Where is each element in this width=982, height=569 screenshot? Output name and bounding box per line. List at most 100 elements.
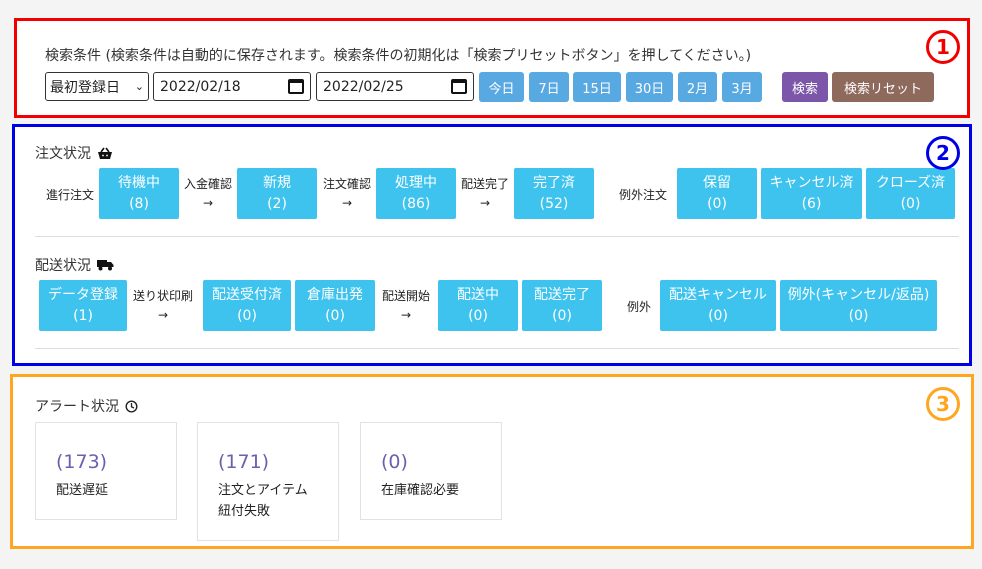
search-conditions-title: 検索条件 (検索条件は自動的に保存されます。検索条件の初期化は「検索プリセットボ… — [45, 48, 752, 64]
transition-label: 配送完了 — [460, 177, 509, 191]
search-button[interactable]: 検索 — [782, 72, 828, 102]
shipping-step-accepted-button[interactable]: 配送受付済 (0) — [203, 280, 291, 331]
order-step-label: 新規 — [263, 175, 291, 192]
shipping-step-count: (0) — [552, 307, 572, 324]
arrow-right-icon: → — [400, 308, 412, 323]
search-conditions-panel — [14, 18, 970, 118]
order-exception-label: クローズ済 — [875, 175, 946, 192]
alerts-title: アラート状況 — [35, 399, 119, 415]
quick-range-15d-button[interactable]: 15日 — [573, 72, 621, 102]
order-exception-hold-button[interactable]: 保留 (0) — [677, 168, 757, 219]
alert-label-line: 注文とアイテム — [218, 483, 308, 498]
calendar-icon[interactable] — [288, 79, 304, 94]
quick-range-today-button[interactable]: 今日 — [479, 72, 524, 102]
date-from-value: 2022/02/18 — [160, 78, 241, 95]
shipping-step-count: (1) — [73, 307, 93, 324]
sort-select-value: 最初登録日 — [50, 79, 120, 96]
order-exception-label: 保留 — [703, 175, 731, 192]
section-divider — [35, 236, 959, 237]
order-exception-label: キャンセル済 — [769, 175, 854, 192]
arrow-right-icon: → — [202, 196, 214, 211]
quick-range-3m-button[interactable]: 3月 — [722, 72, 762, 102]
transition-label: 注文確認 — [322, 177, 371, 191]
section-marker-3: 3 — [926, 387, 960, 421]
shipping-exception-return-button[interactable]: 例外(キャンセル/返品) (0) — [780, 280, 937, 331]
shipping-status-heading: 配送状況 — [35, 255, 114, 275]
order-step-label: 完了済 — [533, 175, 575, 192]
order-exception-count: (0) — [707, 195, 727, 212]
order-step-waiting-button[interactable]: 待機中 (8) — [99, 168, 179, 219]
search-reset-button[interactable]: 検索リセット — [832, 72, 934, 102]
shipping-step-label: 配送完了 — [534, 287, 590, 304]
shipping-exception-label: 配送キャンセル — [669, 287, 767, 304]
shipping-exception-cancel-button[interactable]: 配送キャンセル (0) — [660, 280, 776, 331]
shipping-step-label: 配送中 — [457, 287, 499, 304]
order-exception-count: (0) — [900, 195, 921, 212]
transition-label-printed: 送り状印刷 → — [130, 287, 196, 325]
order-step-completed-button[interactable]: 完了済 (52) — [514, 168, 594, 219]
transition-delivery-started: 配送開始 → — [378, 287, 434, 325]
shipping-step-delivered-button[interactable]: 配送完了 (0) — [522, 280, 602, 331]
transition-label: 配送開始 — [381, 289, 430, 303]
alert-count: (171) — [218, 451, 270, 473]
date-from-input[interactable]: 2022/02/18 — [153, 72, 311, 101]
shipping-status-title: 配送状況 — [35, 258, 91, 274]
order-step-count: (2) — [267, 195, 287, 212]
order-exception-cancelled-button[interactable]: キャンセル済 (6) — [761, 168, 862, 219]
quick-range-7d-button[interactable]: 7日 — [529, 72, 569, 102]
shipping-exception-label: 例外 — [627, 300, 652, 314]
transition-label: 送り状印刷 — [132, 289, 193, 303]
arrow-right-icon: → — [479, 196, 491, 211]
quick-range-30d-button[interactable]: 30日 — [626, 72, 673, 102]
transition-order-confirmed: 注文確認 → — [321, 175, 373, 213]
order-step-count: (52) — [539, 195, 569, 212]
transition-payment-confirmed: 入金確認 → — [183, 175, 233, 213]
alerts-heading: アラート状況 — [35, 396, 138, 416]
shipping-exception-count: (0) — [848, 307, 869, 324]
calendar-icon[interactable] — [451, 79, 467, 94]
shipping-exception-count: (0) — [708, 307, 728, 324]
alert-label: 在庫確認必要 — [381, 483, 460, 498]
shipping-step-count: (0) — [237, 307, 257, 324]
order-exception-closed-button[interactable]: クローズ済 (0) — [866, 168, 955, 219]
exception-orders-label: 例外注文 — [619, 188, 668, 202]
progress-orders-label: 進行注文 — [46, 188, 95, 202]
alert-card-delivery-delay[interactable]: (173) 配送遅延 — [35, 422, 177, 520]
arrow-right-icon: → — [341, 196, 353, 211]
order-status-title: 注文状況 — [35, 146, 91, 162]
shipping-step-warehouse-departed-button[interactable]: 倉庫出発 (0) — [295, 280, 375, 331]
alert-card-item-link-failed[interactable]: (171) 注文とアイテム 紐付失敗 — [197, 422, 339, 541]
transition-delivery-completed: 配送完了 → — [459, 175, 511, 213]
chevron-down-icon: ⌄ — [134, 80, 144, 93]
section-divider — [35, 348, 959, 349]
order-step-processing-button[interactable]: 処理中 (86) — [376, 168, 456, 219]
arrow-right-icon: → — [157, 308, 169, 323]
order-step-count: (8) — [129, 195, 149, 212]
section-marker-1: 1 — [926, 30, 960, 64]
shipping-step-data-registered-button[interactable]: データ登録 (1) — [39, 280, 127, 331]
basket-icon — [98, 147, 112, 159]
shipping-step-label: データ登録 — [48, 287, 118, 304]
alert-card-stock-check[interactable]: (0) 在庫確認必要 — [360, 422, 502, 520]
sort-select[interactable]: 最初登録日 ⌄ — [45, 72, 149, 101]
shipping-step-label: 配送受付済 — [212, 287, 282, 304]
order-step-label: 待機中 — [118, 175, 160, 192]
clock-icon — [125, 399, 138, 413]
alert-label-line: 紐付失敗 — [218, 503, 271, 519]
shipping-step-label: 倉庫出発 — [307, 287, 363, 304]
quick-range-2m-button[interactable]: 2月 — [678, 72, 717, 102]
date-to-value: 2022/02/25 — [323, 78, 404, 95]
shipping-step-in-transit-button[interactable]: 配送中 (0) — [438, 280, 518, 331]
alert-label: 配送遅延 — [56, 483, 109, 498]
order-exception-count: (6) — [801, 195, 822, 212]
order-step-new-button[interactable]: 新規 (2) — [237, 168, 317, 219]
transition-label: 入金確認 — [183, 177, 232, 191]
date-to-input[interactable]: 2022/02/25 — [316, 72, 474, 101]
order-status-heading: 注文状況 — [35, 143, 113, 163]
truck-icon — [97, 260, 114, 271]
order-step-label: 処理中 — [395, 175, 437, 192]
alert-count: (0) — [381, 451, 408, 473]
shipping-step-count: (0) — [325, 307, 345, 324]
alert-label: 注文とアイテム 紐付失敗 — [218, 481, 308, 523]
section-marker-2: 2 — [926, 136, 960, 170]
